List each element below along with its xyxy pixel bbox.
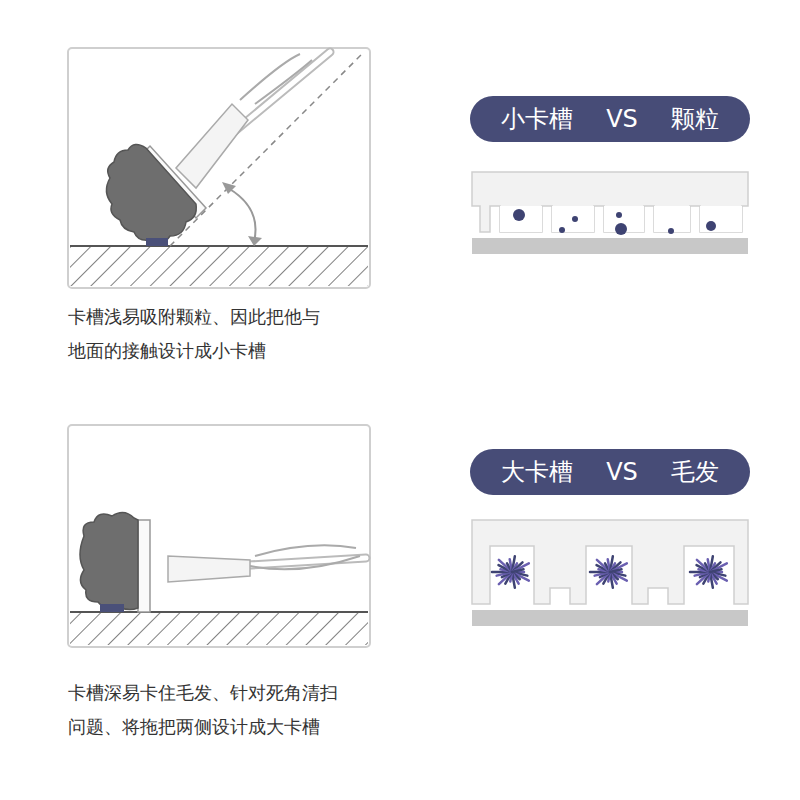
- hair-strand: [710, 563, 727, 572]
- caption-text: 卡槽浅易吸附颗粒、因此把他与 地面的接触设计成小卡槽: [68, 300, 333, 368]
- header-pill: 大卡槽 VS 毛发: [470, 449, 750, 495]
- caption-text: 卡槽深易卡住毛发、针对死角清扫 问题、将拖把两侧设计成大卡槽: [68, 676, 350, 744]
- hair-strand: [512, 563, 529, 572]
- small-groove-diagram: [472, 172, 748, 254]
- pill-text: 小卡槽: [501, 103, 573, 135]
- hair-strand: [512, 569, 524, 572]
- pill-text: 毛发: [671, 456, 719, 488]
- pill-text: VS: [606, 458, 638, 486]
- mop-flat-panel: [68, 425, 370, 647]
- hair-strand: [710, 569, 722, 572]
- hair-strand: [610, 569, 622, 572]
- hair-strand: [499, 560, 512, 572]
- pill-text: VS: [606, 105, 638, 133]
- mop-tilted-panel: [68, 48, 370, 288]
- header-pill: 小卡槽 VS 颗粒: [470, 96, 750, 142]
- hair-strand: [597, 560, 610, 572]
- pill-text: 大卡槽: [501, 456, 573, 488]
- pill-text: 颗粒: [671, 103, 719, 135]
- hair-strand: [697, 560, 710, 572]
- large-groove-diagram: [472, 520, 748, 626]
- hair-strand: [610, 563, 627, 572]
